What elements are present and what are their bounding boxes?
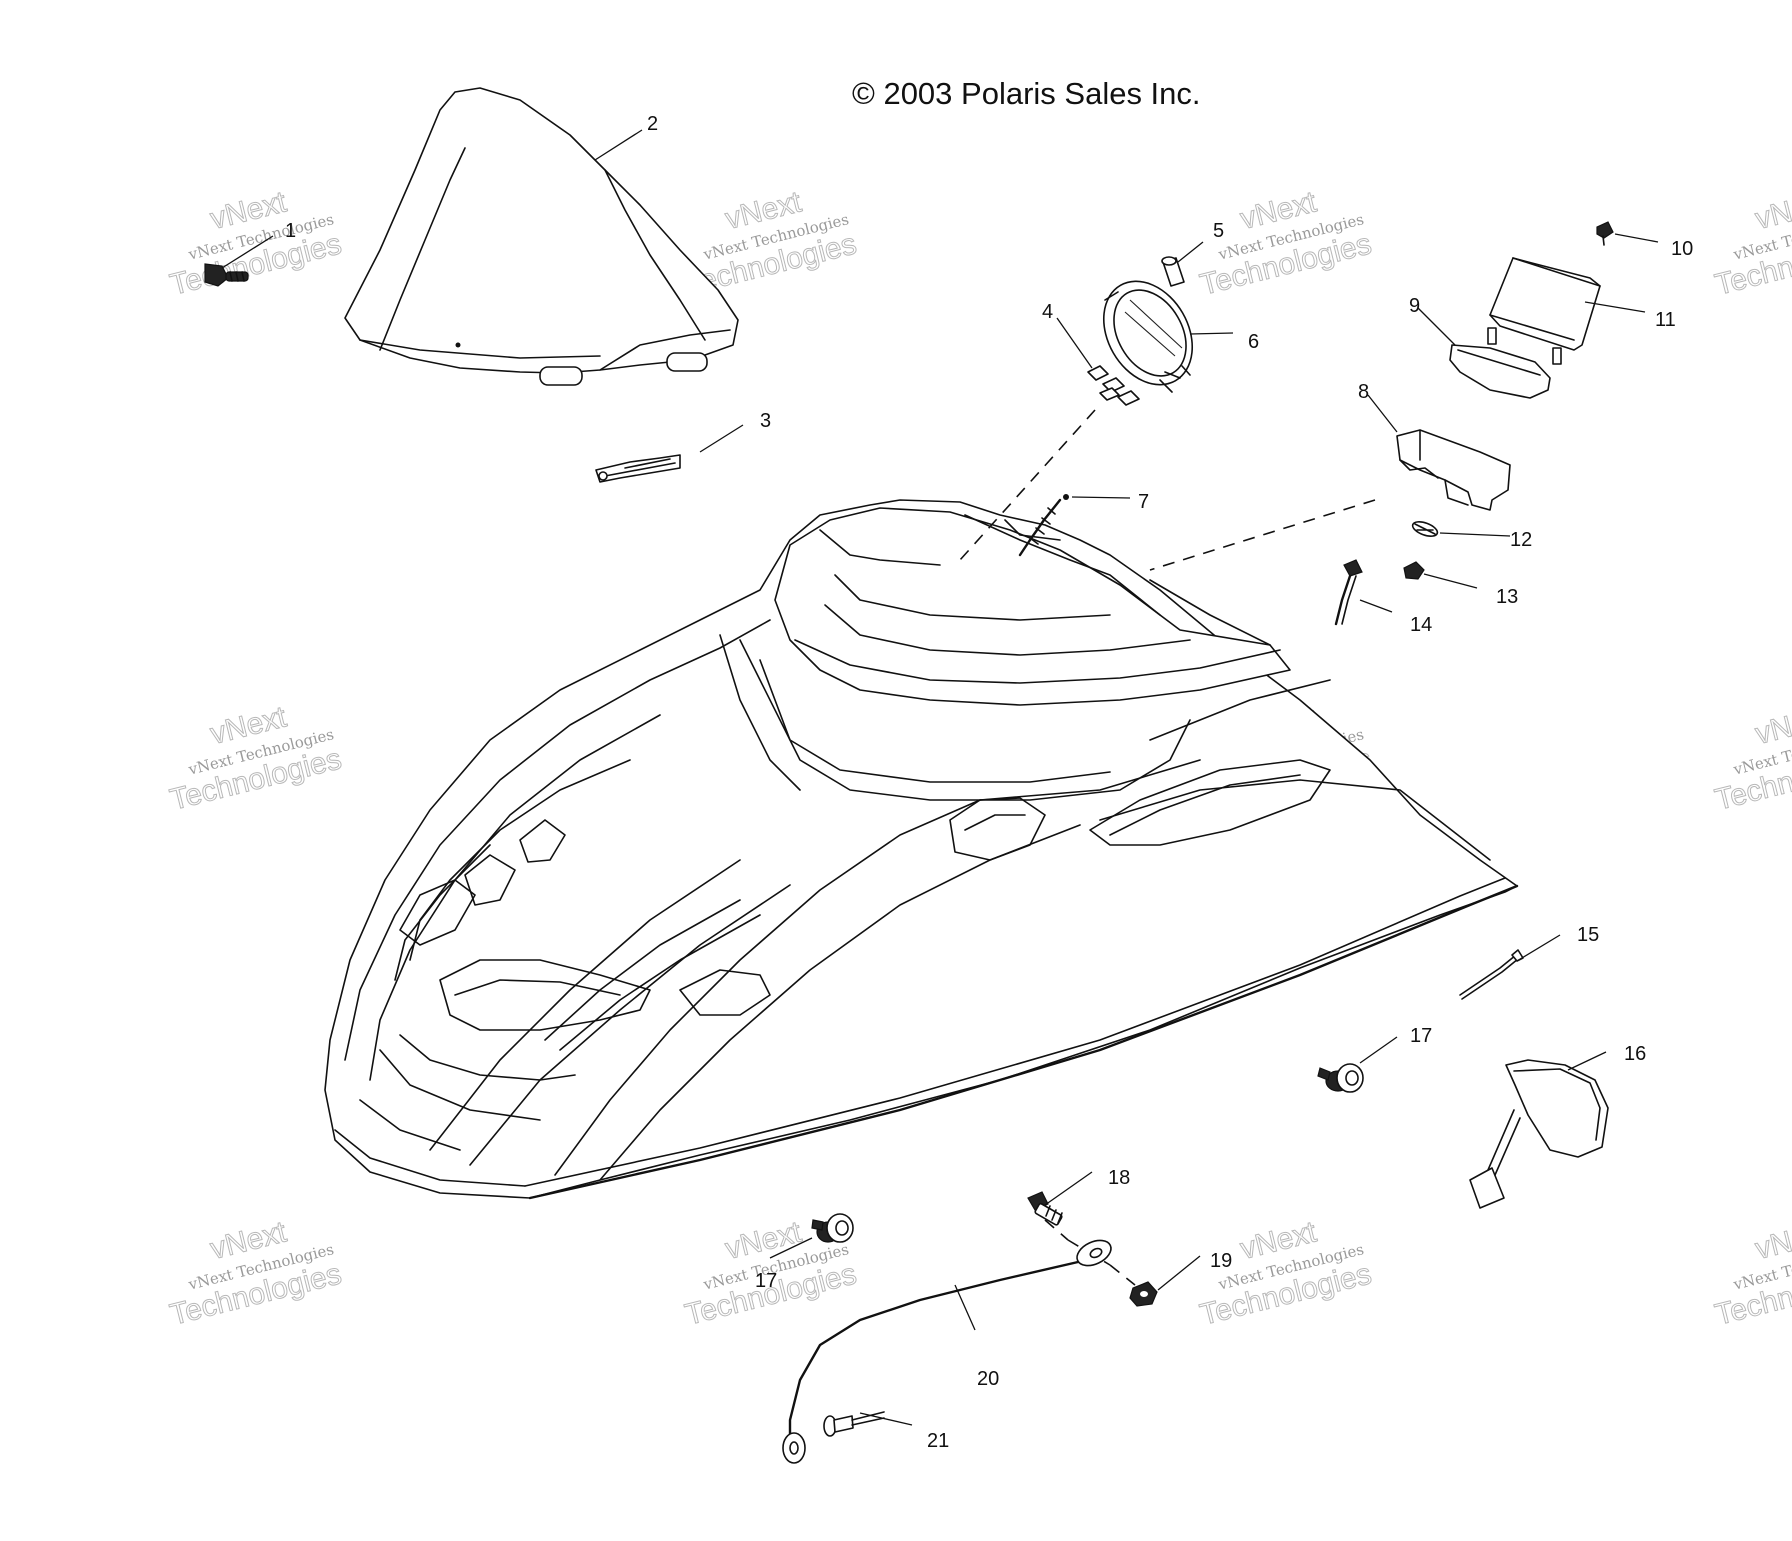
part-rivet-21 [823,1411,885,1437]
callout-21: 21 [927,1430,949,1452]
part-housing-11 [1487,257,1601,365]
part-pin-15 [1459,949,1524,1000]
watermark-line1: vNext [1752,700,1792,751]
callout-1: 1 [285,220,296,242]
watermark-line1: vNext [1752,1215,1792,1266]
part-nut-13 [1403,561,1425,580]
callout-3: 3 [760,410,771,432]
callout-14: 14 [1410,614,1432,636]
part-gauge-ring-6 [1102,280,1194,393]
part-lens-9 [1449,344,1551,399]
part-nut-12 [1411,521,1439,537]
callout-17-upper: 17 [1410,1025,1432,1047]
callout-19: 19 [1210,1250,1232,1272]
callout-7: 7 [1138,491,1149,513]
part-bulb-14 [1334,559,1363,626]
callout-2: 2 [647,113,658,135]
part-bracket-8 [1396,429,1511,511]
copyright-text: © 2003 Polaris Sales Inc. [852,76,1201,111]
part-windshield [344,87,739,386]
windshield-tab-left [539,366,583,386]
callout-8: 8 [1358,381,1369,403]
part-grommet-17b [811,1213,854,1243]
part-screw-1 [204,263,249,287]
callout-5: 5 [1213,220,1224,242]
callout-12: 12 [1510,529,1532,551]
callout-13: 13 [1496,586,1518,608]
leader-lines [221,129,1659,1426]
callout-16: 16 [1624,1043,1646,1065]
part-nut-19 [1129,1281,1158,1307]
part-bolt-18 [1027,1191,1063,1226]
callout-18: 18 [1108,1167,1130,1189]
part-plug-5 [1161,256,1185,287]
watermark-line1: vNext [1752,185,1792,236]
part-clips-4 [1087,365,1140,406]
part-grommet-17a [1317,1063,1364,1093]
part-wire-7 [1018,494,1069,557]
callout-10: 10 [1671,238,1693,260]
part-screw-10 [1596,221,1614,246]
hood-body [324,499,1519,1200]
callout-6: 6 [1248,331,1259,353]
part-trim-3 [595,454,681,483]
part-mirror-16 [1469,1059,1609,1209]
part-tether-20 [782,1239,1112,1464]
callout-15: 15 [1577,924,1599,946]
callout-20: 20 [977,1368,999,1390]
callout-17-lower: 17 [755,1270,777,1292]
callout-4: 4 [1042,301,1053,323]
callout-11: 11 [1655,309,1676,331]
callout-9: 9 [1409,295,1420,317]
callout-numbers: 1 2 3 4 5 6 7 8 9 10 11 12 13 14 15 16 1… [285,113,1693,1452]
windshield-tab-right [666,352,708,372]
